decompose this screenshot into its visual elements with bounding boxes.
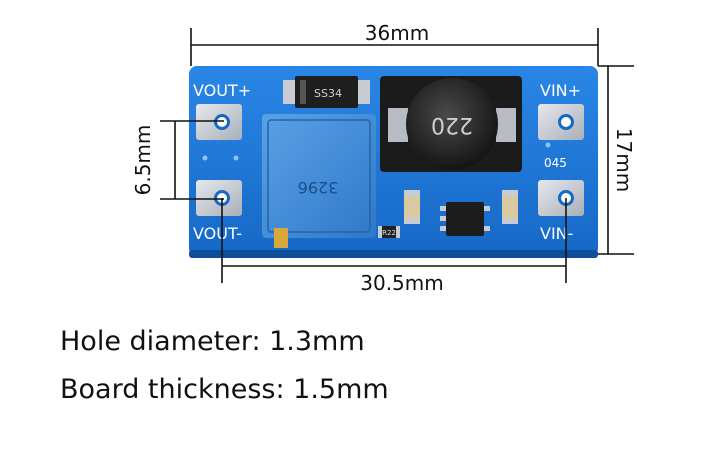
dimension-label-36mm: 36mm <box>365 21 429 45</box>
pcb-board: VOUT+ VOUT- VIN+ VIN- SS34 220 <box>189 66 598 258</box>
capacitor-left <box>404 190 420 224</box>
dimension-hole-spacing-vertical <box>160 120 224 200</box>
label-vout-minus: VOUT- <box>193 224 242 243</box>
resistor-marking: R22 <box>382 229 396 237</box>
dimension-label-30-5mm: 30.5mm <box>360 271 444 295</box>
board-edge <box>189 250 598 258</box>
dimension-label-6-5mm: 6.5mm <box>131 125 155 196</box>
dimension-width-top <box>190 28 599 66</box>
via <box>233 155 239 161</box>
pad-vout-plus <box>196 104 242 140</box>
ic-chip <box>440 202 490 236</box>
inductor-220: 220 <box>380 76 522 172</box>
pot-adjust-screw <box>274 228 288 248</box>
resistor-r22: R22 <box>378 226 400 238</box>
via <box>545 142 551 148</box>
dimension-hole-spacing-horizontal <box>221 198 567 283</box>
pot-marking: 3296 <box>298 178 339 197</box>
label-vin-minus: VIN- <box>540 224 573 243</box>
pad-vout-minus <box>196 180 242 216</box>
board-code: 045 <box>544 156 567 170</box>
pad-vin-minus <box>538 180 584 216</box>
diode-marking: SS34 <box>314 87 342 100</box>
via <box>202 155 208 161</box>
diode-ss34: SS34 <box>283 76 370 108</box>
label-vin-plus: VIN+ <box>540 81 581 100</box>
hole-diameter-note: Hole diameter: 1.3mm <box>60 326 365 357</box>
pad-vin-plus <box>538 104 584 140</box>
potentiometer-3296: 3296 <box>262 114 376 248</box>
inductor-marking: 220 <box>431 112 473 137</box>
dimension-label-17mm: 17mm <box>612 128 636 192</box>
capacitor-right <box>502 190 518 224</box>
board-thickness-note: Board thickness: 1.5mm <box>60 374 389 405</box>
dimension-height-right <box>598 65 634 255</box>
label-vout-plus: VOUT+ <box>193 81 251 100</box>
